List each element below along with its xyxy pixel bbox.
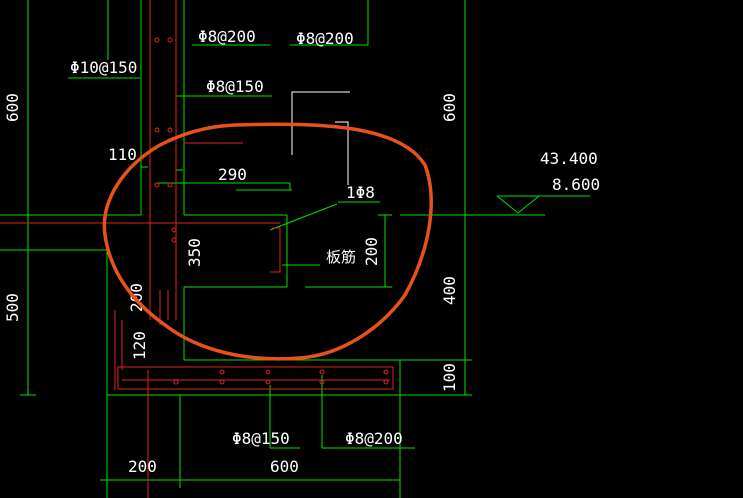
label-dim-200-bottom: 200 — [128, 457, 157, 476]
label-elev-8600: 8.600 — [552, 175, 600, 194]
label-dim-100: 100 — [440, 363, 459, 392]
rebar-lines — [0, 0, 394, 498]
label-dim-500: 500 — [3, 293, 22, 322]
label-phi8-150-top: Φ8@150 — [206, 77, 264, 96]
label-dim-600-right: 600 — [440, 93, 459, 122]
white-markers — [291, 91, 350, 185]
label-dim-400: 400 — [440, 276, 459, 305]
label-dim-600-bottom: 600 — [270, 457, 299, 476]
rebar-dots — [154, 37, 389, 385]
label-phi8-200-top-b: Φ8@200 — [296, 29, 354, 48]
label-phi8-200-bottom: Φ8@200 — [345, 429, 403, 448]
label-phi8-200-top-a: Φ8@200 — [198, 27, 256, 46]
dimension-lines — [0, 0, 590, 498]
label-dim-110: 110 — [108, 145, 137, 164]
label-one-phi8: 1Φ8 — [346, 183, 375, 202]
label-slab-bar: 板筋 — [326, 248, 356, 266]
label-dim-600-left: 600 — [3, 93, 22, 122]
label-dim-200-right: 200 — [362, 237, 381, 266]
label-phi10-150: Φ10@150 — [70, 58, 137, 77]
label-dim-290: 290 — [218, 165, 247, 184]
label-dim-350: 350 — [185, 238, 204, 267]
label-phi8-150-bottom: Φ8@150 — [232, 429, 290, 448]
label-elev-43400: 43.400 — [540, 149, 598, 168]
label-dim-120: 120 — [130, 331, 149, 360]
orange-annotation-circle — [102, 122, 433, 361]
